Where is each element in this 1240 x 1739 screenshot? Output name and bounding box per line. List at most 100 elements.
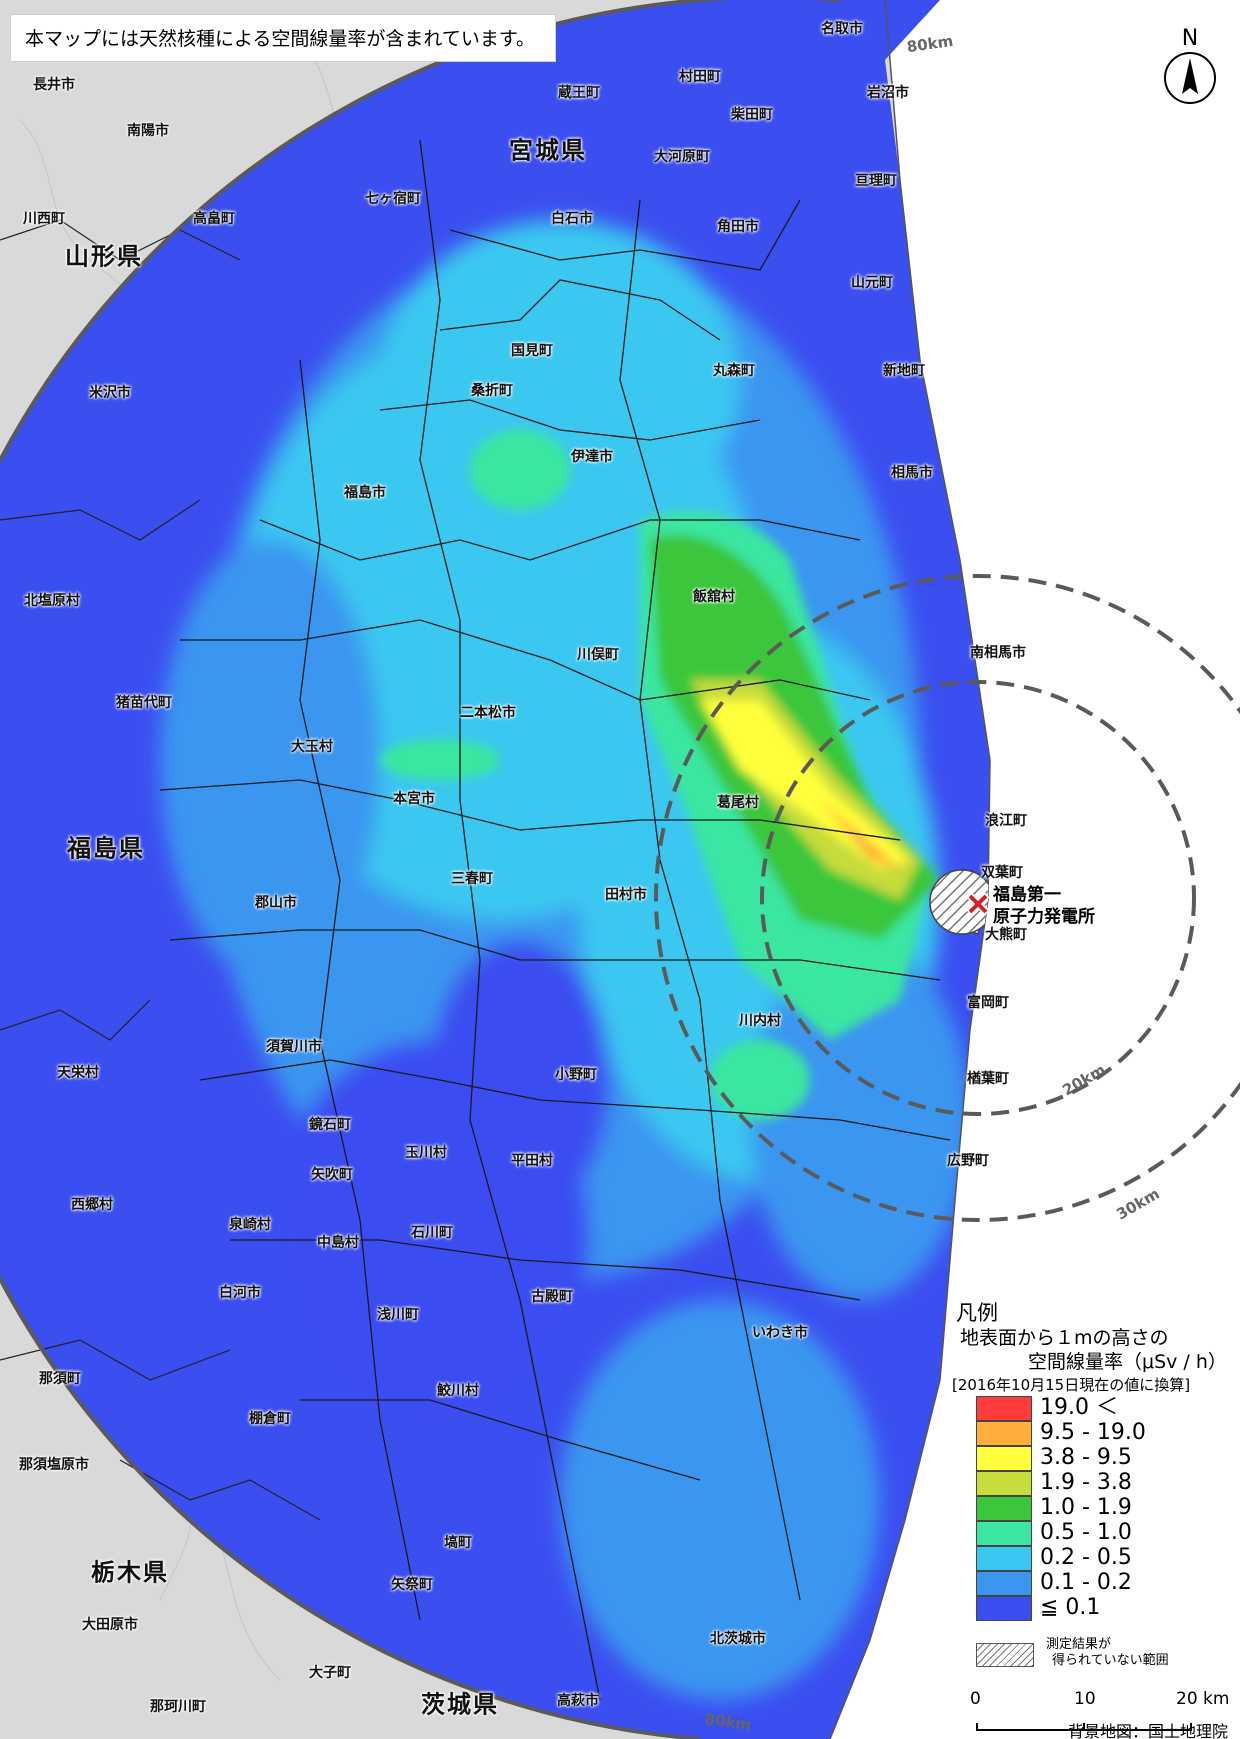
legend-subtitle-2: 空間線量率（μSv / h） [1028,1351,1227,1373]
fukushima-daiichi-label: 福島第一 原子力発電所 [993,884,1095,928]
ring-30km [654,574,1240,1222]
place-label: 大熊町 [985,927,1027,943]
place-label: 大河原町 [654,149,710,165]
place-label: 村田町 [679,69,721,85]
place-label: 山元町 [851,275,893,291]
legend-row: ≦ 0.1 [956,1595,1236,1621]
place-label: 矢吹町 [311,1167,353,1183]
place-label: 石川町 [411,1225,453,1241]
scale-bar-mid [1083,1723,1085,1731]
no-data-label-2: 得られていない範囲 [1052,1653,1169,1668]
legend-swatch [976,1421,1032,1446]
place-label: 七ヶ宿町 [365,191,421,207]
north-arrow: N [1162,28,1218,108]
north-label: N [1181,26,1199,51]
legend: 凡例 地表面から１mの高さの 空間線量率（μSv / h） [2016年10月1… [952,1300,1236,1731]
place-label: 亘理町 [855,173,897,189]
ring-80km [0,0,840,1739]
place-label: 南相馬市 [970,645,1026,661]
pref-miyagi: 宮城県 [509,136,587,165]
legend-row: 3.8 - 9.5 [956,1445,1236,1471]
place-label: 小野町 [555,1067,597,1083]
place-label: 楢葉町 [967,1071,1009,1087]
place-label: 三春町 [451,871,493,887]
legend-swatch [976,1471,1032,1496]
place-label: 富岡町 [967,995,1009,1011]
place-label: 本宮市 [393,791,435,807]
place-label: 北茨城市 [710,1631,766,1647]
scale-tick-10: 10 [1074,1689,1096,1709]
pref-yamagata: 山形県 [65,242,143,271]
scale-tick-20: 20 km [1176,1689,1230,1709]
place-label: 浅川町 [377,1307,419,1323]
scale-bar: 0 10 20 km [956,1689,1236,1739]
place-label: 那須町 [39,1371,81,1387]
no-data-label-1: 測定結果が [1046,1637,1112,1652]
municipal-boundaries [159,139,951,1701]
natural-nuclide-notice: 本マップには天然核種による空間線量率が含まれています。 [10,14,556,62]
legend-swatch [976,1496,1032,1521]
legend-date-note: [2016年10月15日現在の値に換算] [952,1376,1191,1394]
place-label: 北塩原村 [24,593,80,609]
pref-tochigi: 栃木県 [91,1558,169,1587]
plant-label-line2: 原子力発電所 [993,907,1095,927]
place-label: 名取市 [821,21,863,37]
legend-label: 9.5 - 19.0 [1040,1420,1146,1445]
scale-tick-0: 0 [970,1689,981,1709]
place-label: 二本松市 [460,705,516,721]
legend-label: ≦ 0.1 [1040,1595,1101,1620]
place-label: 柴田町 [731,107,773,123]
map-credit: 背景地図：国土地理院 [1068,1722,1229,1739]
place-label: 福島市 [344,485,386,501]
legend-row: 1.9 - 3.8 [956,1470,1236,1496]
legend-swatch [976,1546,1032,1571]
place-label: 玉川村 [405,1145,447,1161]
legend-row: 0.1 - 0.2 [956,1570,1236,1596]
place-label: 双葉町 [981,865,1023,881]
legend-title: 凡例 [956,1301,998,1325]
legend-swatch [976,1446,1032,1471]
place-label: 飯舘村 [693,589,735,605]
legend-label: 1.0 - 1.9 [1040,1495,1132,1520]
legend-subtitle-1: 地表面から１mの高さの [960,1327,1169,1349]
place-label: いわき市 [752,1325,808,1341]
place-label: 猪苗代町 [116,695,172,711]
place-label: 古殿町 [531,1289,573,1305]
place-label: 浪江町 [985,813,1027,829]
place-label: 川俣町 [577,647,619,663]
plant-marker-icon [966,892,990,916]
legend-row: 19.0 ＜ [956,1395,1236,1421]
place-label: 塙町 [444,1535,472,1551]
place-label: 広野町 [947,1153,989,1169]
coastline [829,0,991,1739]
legend-label: 3.8 - 9.5 [1040,1445,1132,1470]
ring-20km [760,680,1196,1116]
place-label: 川内村 [739,1013,781,1029]
place-label: 岩沼市 [867,85,909,101]
place-label: 伊達市 [571,449,613,465]
place-label: 長井市 [33,77,75,93]
place-label: 角田市 [717,219,759,235]
place-label: 大田原市 [82,1617,138,1633]
legend-label: 0.1 - 0.2 [1040,1570,1132,1595]
place-label: 那珂川町 [150,1699,206,1715]
legend-row: 0.2 - 0.5 [956,1545,1236,1571]
hatch-swatch-icon [976,1643,1034,1667]
place-label: 鏡石町 [309,1117,351,1133]
legend-label: 0.2 - 0.5 [1040,1545,1132,1570]
legend-label: 0.5 - 1.0 [1040,1520,1132,1545]
place-label: 泉崎村 [229,1217,271,1233]
place-label: 高畠町 [193,211,235,227]
place-label: 郡山市 [255,895,297,911]
legend-label: 1.9 - 3.8 [1040,1470,1132,1495]
place-label: 川西町 [23,211,65,227]
place-label: 平田村 [511,1153,553,1169]
legend-swatch [976,1521,1032,1546]
place-label: 南陽市 [127,123,169,139]
place-label: 葛尾村 [717,795,759,811]
legend-no-data: 測定結果が 得られていない範囲 [956,1637,1236,1673]
legend-swatch [976,1571,1032,1596]
